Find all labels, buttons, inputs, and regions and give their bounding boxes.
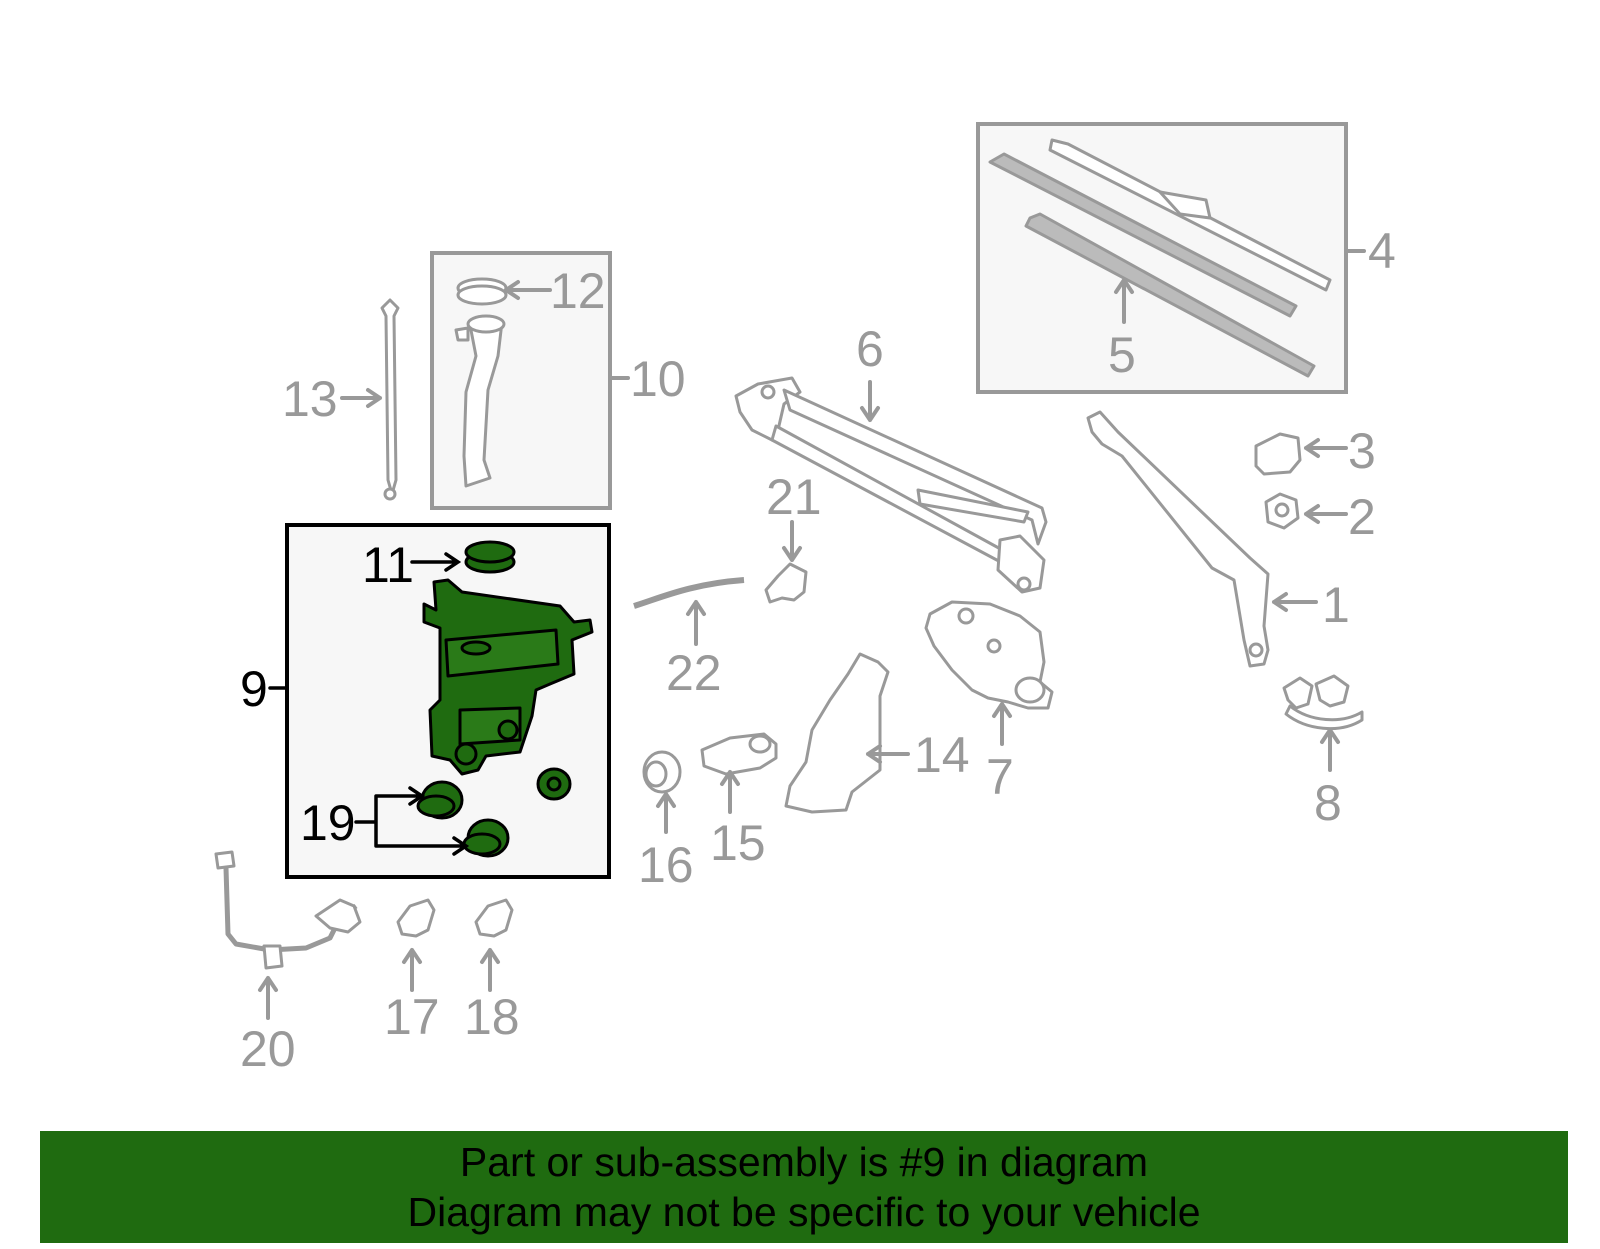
- callout-8: 8: [1314, 775, 1342, 831]
- arrow-3: [1304, 438, 1348, 458]
- washer-pump-part[interactable]: [700, 732, 778, 776]
- pump-grommet-a-19[interactable]: [416, 780, 464, 820]
- callout-22: 22: [666, 645, 722, 701]
- grommet-part[interactable]: [536, 767, 572, 801]
- wiper-linkage-part[interactable]: [734, 376, 1048, 594]
- callout-9: 9: [240, 661, 268, 717]
- strap-part[interactable]: [380, 298, 400, 496]
- callout-6: 6: [856, 321, 884, 377]
- callout-17: 17: [384, 989, 440, 1045]
- cover-part[interactable]: [784, 652, 890, 814]
- filler-neck-group: 12 10: [430, 251, 686, 510]
- arrow-5: [1114, 278, 1134, 324]
- connector-8-part[interactable]: [1282, 674, 1364, 731]
- cap-3: 3: [1254, 423, 1376, 479]
- reservoir-cap-11[interactable]: [464, 540, 516, 574]
- callout-19: 19: [300, 795, 356, 851]
- callout-13: 13: [282, 371, 338, 427]
- strap-13: 13: [282, 298, 400, 501]
- bracket-21-part[interactable]: [764, 562, 808, 604]
- callout-18: 18: [464, 989, 520, 1045]
- arrow-7: [992, 702, 1012, 746]
- nozzle-18-part[interactable]: [474, 898, 514, 938]
- pump-15: 15: [700, 732, 778, 871]
- harness-20: 20: [214, 850, 362, 1077]
- reservoir-group: 11 19 9: [240, 523, 611, 879]
- callout-16: 16: [638, 837, 694, 893]
- callout-3: 3: [1348, 423, 1376, 479]
- arrow-21: [782, 520, 802, 562]
- hose-part[interactable]: [633, 577, 745, 609]
- wiper-blade-group: 4 5: [976, 122, 1396, 394]
- cover-14: 14: [784, 652, 970, 814]
- nozzle-17-part[interactable]: [396, 898, 436, 938]
- callout-1: 1: [1322, 577, 1350, 633]
- arrow-14: [866, 744, 910, 764]
- nozzle-17: 17: [384, 898, 440, 1045]
- bracket-21: 21: [764, 469, 822, 604]
- bracket-19: [354, 786, 470, 856]
- wiper-motor-part[interactable]: [924, 600, 1054, 710]
- pump-grommet-b-19[interactable]: [462, 818, 510, 858]
- info-banner: Part or sub-assembly is #9 in diagram Di…: [40, 1131, 1568, 1243]
- arm-1: 1: [1086, 410, 1350, 668]
- arrow-12: [504, 280, 552, 300]
- callout-2: 2: [1348, 489, 1376, 545]
- callout-20: 20: [240, 1021, 296, 1077]
- callout-15: 15: [710, 815, 766, 871]
- wiring-harness-part[interactable]: [214, 850, 362, 970]
- callout-5: 5: [1108, 327, 1136, 383]
- wiper-arm-part[interactable]: [1086, 410, 1270, 668]
- arrow-8: [1320, 728, 1340, 772]
- arrow-18: [480, 948, 500, 992]
- arrow-6: [860, 380, 880, 422]
- wiper-blade-part[interactable]: [988, 138, 1332, 378]
- banner-line-2: Diagram may not be specific to your vehi…: [407, 1189, 1201, 1235]
- nut-2: 2: [1264, 489, 1376, 545]
- callout-10: 10: [630, 351, 686, 407]
- grommet-16-part[interactable]: [642, 750, 682, 794]
- linkage-6: 6: [734, 321, 1048, 594]
- arrow-2: [1304, 504, 1348, 524]
- nut-part[interactable]: [1264, 492, 1300, 530]
- callout-21: 21: [766, 469, 822, 525]
- nozzle-18: 18: [464, 898, 520, 1045]
- filler-cap-seal-part[interactable]: [456, 277, 508, 306]
- arrow-22: [686, 600, 706, 646]
- arrow-1: [1272, 592, 1318, 612]
- arm-cap-part[interactable]: [1254, 432, 1302, 476]
- arrow-15: [720, 770, 740, 814]
- arrow-11: [410, 552, 462, 572]
- callout-11: 11: [362, 537, 414, 593]
- banner-line-1: Part or sub-assembly is #9 in diagram: [459, 1139, 1149, 1185]
- arrow-16: [656, 792, 676, 834]
- arrow-20: [258, 976, 278, 1020]
- filler-neck-part[interactable]: [454, 314, 506, 488]
- connector-8: 8: [1282, 674, 1364, 831]
- callout-7: 7: [986, 749, 1014, 805]
- washer-reservoir-part[interactable]: [422, 578, 594, 776]
- arrow-13: [340, 388, 382, 408]
- callout-12: 12: [550, 263, 606, 319]
- hose-22: 22: [633, 577, 745, 701]
- callout-14: 14: [914, 727, 970, 783]
- callout-4: 4: [1368, 223, 1396, 279]
- grommet-16: 16: [638, 750, 694, 893]
- motor-7: 7: [924, 600, 1054, 805]
- arrow-17: [402, 948, 422, 992]
